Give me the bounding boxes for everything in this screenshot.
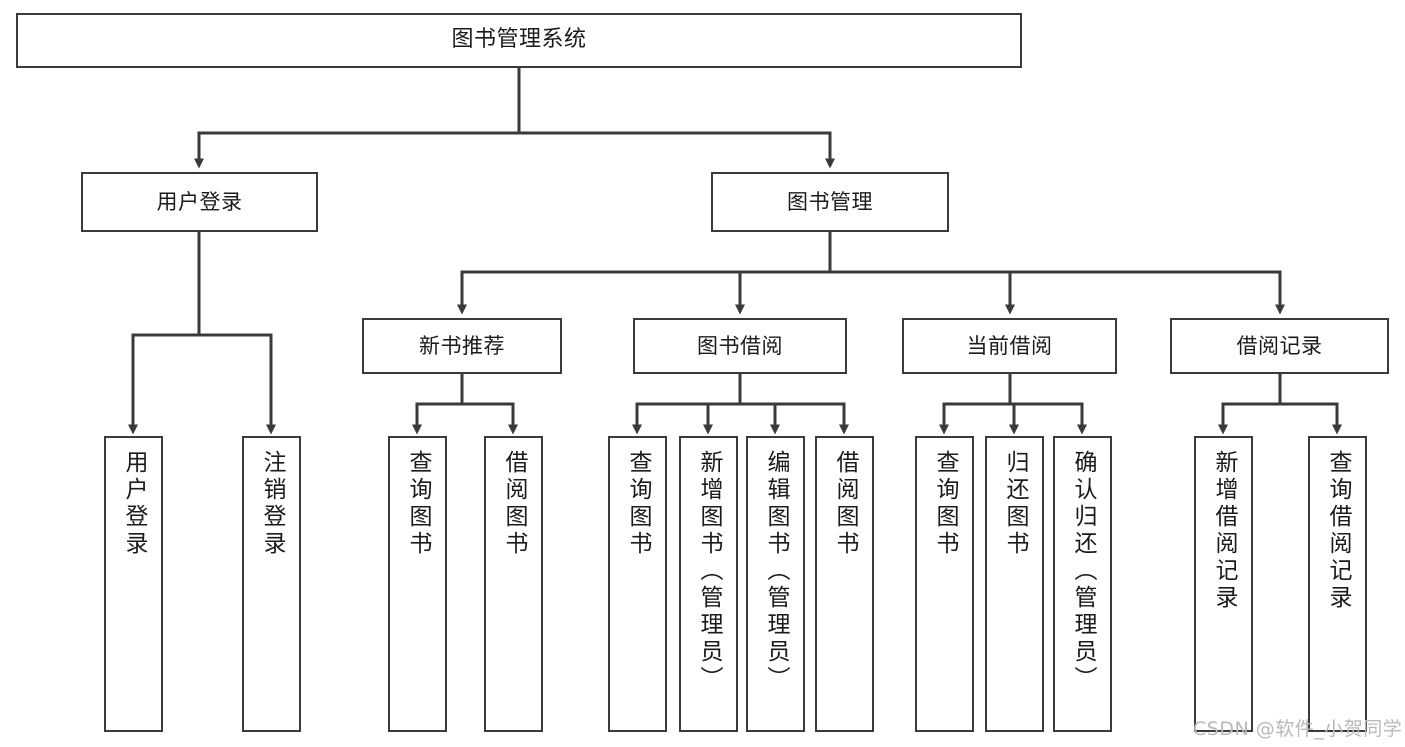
leaf-borrow-record-query[interactable]: 查询借阅记录	[1308, 436, 1367, 732]
node-label: 图书借阅	[697, 333, 783, 358]
node-label: 注销登录	[259, 450, 285, 558]
node-label: 借阅图书	[832, 450, 858, 558]
node-new-book-recommend[interactable]: 新书推荐	[362, 318, 562, 374]
node-label: 查询图书	[405, 450, 431, 558]
leaf-borrow-record-add[interactable]: 新增借阅记录	[1194, 436, 1253, 732]
leaf-book-borrow-add[interactable]: 新增图书（管理员）	[679, 436, 738, 732]
node-label: 借阅图书	[501, 450, 527, 558]
node-label: 当前借阅	[966, 333, 1053, 358]
leaf-current-borrow-query[interactable]: 查询图书	[915, 436, 974, 732]
leaf-new-book-borrow[interactable]: 借阅图书	[484, 436, 543, 732]
node-label: 借阅记录	[1236, 333, 1323, 358]
node-label: 新增图书（管理员）	[696, 450, 722, 693]
node-label: 查询图书	[625, 450, 651, 558]
node-label: 用户登录	[121, 450, 147, 558]
leaf-book-borrow-query[interactable]: 查询图书	[608, 436, 667, 732]
node-label: 图书管理	[787, 189, 873, 214]
node-label: 确认归还（管理员）	[1070, 450, 1096, 693]
node-label: 归还图书	[1002, 450, 1028, 558]
leaf-current-borrow-confirm-return[interactable]: 确认归还（管理员）	[1053, 436, 1112, 732]
node-label: 新增借阅记录	[1211, 450, 1237, 612]
node-label: 编辑图书（管理员）	[763, 450, 789, 693]
node-book-borrow[interactable]: 图书借阅	[633, 318, 847, 374]
leaf-book-borrow-borrow[interactable]: 借阅图书	[815, 436, 874, 732]
leaf-user-login-logout[interactable]: 注销登录	[242, 436, 301, 732]
node-label: 查询借阅记录	[1325, 450, 1351, 612]
node-book-management[interactable]: 图书管理	[711, 172, 949, 232]
node-label: 图书管理系统	[451, 27, 587, 53]
node-root-library-system[interactable]: 图书管理系统	[16, 13, 1022, 68]
leaf-new-book-query[interactable]: 查询图书	[388, 436, 447, 732]
leaf-current-borrow-return[interactable]: 归还图书	[985, 436, 1044, 732]
node-label: 新书推荐	[419, 333, 505, 358]
leaf-book-borrow-edit[interactable]: 编辑图书（管理员）	[746, 436, 805, 732]
leaf-user-login-login[interactable]: 用户登录	[104, 436, 163, 732]
node-current-borrow[interactable]: 当前借阅	[902, 318, 1117, 374]
node-user-login[interactable]: 用户登录	[81, 172, 318, 232]
node-label: 用户登录	[156, 189, 243, 214]
node-label: 查询图书	[932, 450, 958, 558]
node-borrow-record[interactable]: 借阅记录	[1170, 318, 1389, 374]
